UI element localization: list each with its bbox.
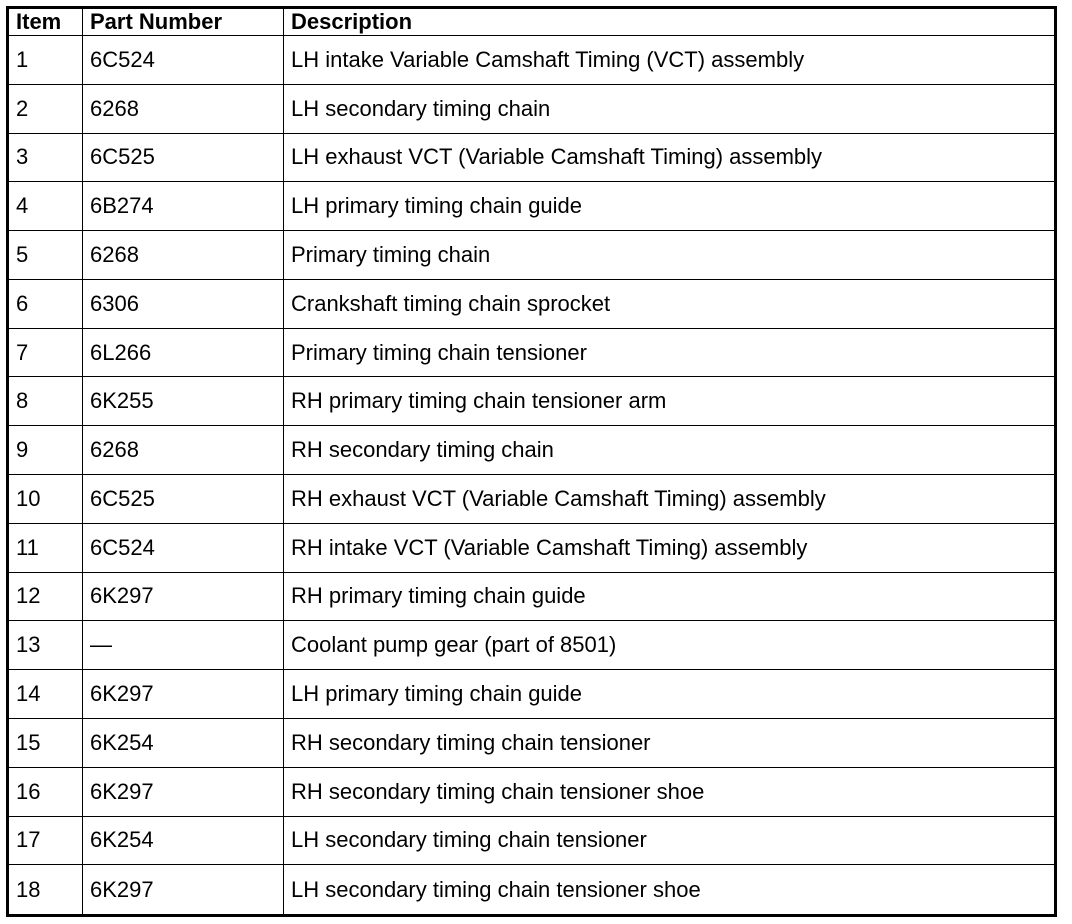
table-row: 7 6L266 Primary timing chain tensioner [7,327,1056,378]
part-number-cell: 6K254 [82,815,284,866]
item-cell: 7 [7,327,83,378]
item-cell: 17 [7,815,83,866]
item-cell: 16 [7,766,83,817]
item-cell: 11 [7,522,83,573]
part-number-cell: 6268 [82,230,284,280]
description-cell: LH primary timing chain guide [283,181,1056,232]
description-cell: RH primary timing chain guide [283,571,1056,622]
description-cell: Primary timing chain [283,230,1056,280]
part-number-cell: 6K297 [82,571,284,622]
part-number-cell: 6C525 [82,474,284,524]
description-cell: LH primary timing chain guide [283,669,1056,719]
table-row: 11 6C524 RH intake VCT (Variable Camshaf… [7,522,1056,573]
item-cell: 9 [7,425,83,476]
part-number-cell: 6K297 [82,669,284,719]
part-number-cell: 6K254 [82,717,284,768]
table-row: 2 6268 LH secondary timing chain [7,83,1056,134]
item-cell: 3 [7,132,83,183]
part-number-cell: 6K255 [82,376,284,427]
description-cell: Primary timing chain tensioner [283,327,1056,378]
table-row: 14 6K297 LH primary timing chain guide [7,669,1056,719]
part-number-cell: 6C525 [82,132,284,183]
table-row: 12 6K297 RH primary timing chain guide [7,571,1056,622]
part-number-cell: 6C524 [82,522,284,573]
parts-table: Item Part Number Description 1 6C524 LH … [6,6,1057,917]
table-row: 17 6K254 LH secondary timing chain tensi… [7,815,1056,866]
header-item: Item [7,7,83,36]
item-cell: 12 [7,571,83,622]
header-description: Description [283,7,1056,36]
part-number-cell: 6306 [82,278,284,329]
part-number-cell: 6C524 [82,35,284,85]
description-cell: RH intake VCT (Variable Camshaft Timing)… [283,522,1056,573]
part-number-cell: 6268 [82,83,284,134]
part-number-cell: 6268 [82,425,284,476]
description-cell: LH secondary timing chain [283,83,1056,134]
table-row: 16 6K297 RH secondary timing chain tensi… [7,766,1056,817]
item-cell: 6 [7,278,83,329]
table-row: 18 6K297 LH secondary timing chain tensi… [7,864,1056,916]
item-cell: 18 [7,864,83,916]
description-cell: RH exhaust VCT (Variable Camshaft Timing… [283,474,1056,524]
item-cell: 8 [7,376,83,427]
item-cell: 5 [7,230,83,280]
item-cell: 10 [7,474,83,524]
description-cell: LH exhaust VCT (Variable Camshaft Timing… [283,132,1056,183]
header-part-number: Part Number [82,7,284,36]
table-row: 5 6268 Primary timing chain [7,230,1056,280]
description-cell: RH secondary timing chain tensioner [283,717,1056,768]
table-row: 15 6K254 RH secondary timing chain tensi… [7,717,1056,768]
table-row: 13 — Coolant pump gear (part of 8501) [7,620,1056,671]
part-number-cell: — [82,620,284,671]
description-cell: LH secondary timing chain tensioner [283,815,1056,866]
item-cell: 2 [7,83,83,134]
table-header-row: Item Part Number Description [7,7,1056,36]
description-cell: RH secondary timing chain [283,425,1056,476]
item-cell: 1 [7,35,83,85]
table-row: 6 6306 Crankshaft timing chain sprocket [7,278,1056,329]
part-number-cell: 6K297 [82,864,284,916]
description-cell: Crankshaft timing chain sprocket [283,278,1056,329]
part-number-cell: 6K297 [82,766,284,817]
table-row: 3 6C525 LH exhaust VCT (Variable Camshaf… [7,132,1056,183]
part-number-cell: 6L266 [82,327,284,378]
item-cell: 14 [7,669,83,719]
description-cell: RH primary timing chain tensioner arm [283,376,1056,427]
item-cell: 4 [7,181,83,232]
table-row: 9 6268 RH secondary timing chain [7,425,1056,476]
description-cell: LH secondary timing chain tensioner shoe [283,864,1056,916]
description-cell: LH intake Variable Camshaft Timing (VCT)… [283,35,1056,85]
item-cell: 13 [7,620,83,671]
table-body: 1 6C524 LH intake Variable Camshaft Timi… [7,35,1056,916]
table-row: 4 6B274 LH primary timing chain guide [7,181,1056,232]
part-number-cell: 6B274 [82,181,284,232]
description-cell: Coolant pump gear (part of 8501) [283,620,1056,671]
table-row: 1 6C524 LH intake Variable Camshaft Timi… [7,35,1056,85]
item-cell: 15 [7,717,83,768]
table-row: 8 6K255 RH primary timing chain tensione… [7,376,1056,427]
description-cell: RH secondary timing chain tensioner shoe [283,766,1056,817]
table-row: 10 6C525 RH exhaust VCT (Variable Camsha… [7,474,1056,524]
